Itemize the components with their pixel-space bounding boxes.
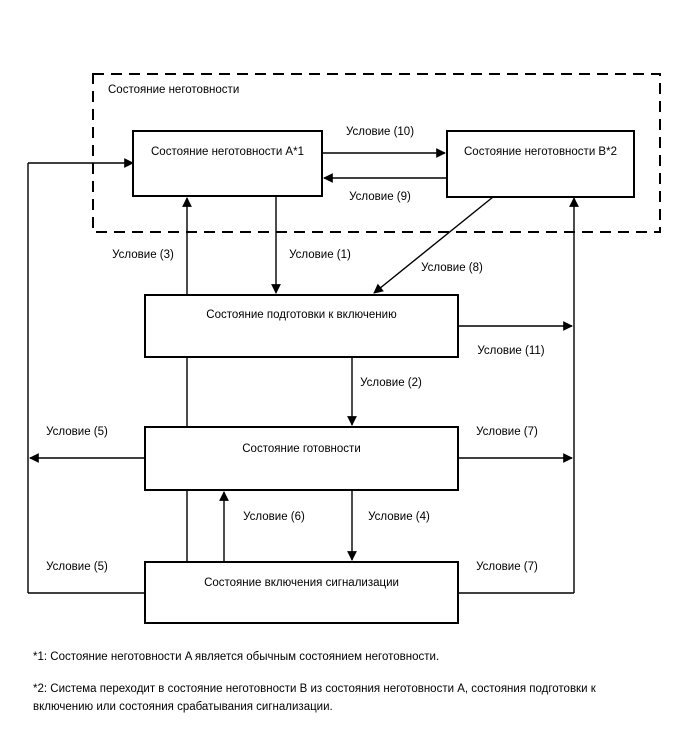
edge-label-cond-11: Условие (11) xyxy=(477,345,544,357)
state-label-not-ready-b: Состояние неготовности B*2 xyxy=(464,146,617,158)
state-box-not-ready-b[interactable] xyxy=(446,130,635,198)
edge-label-cond-7a: Условие (7) xyxy=(476,426,538,438)
state-box-ready[interactable] xyxy=(144,426,459,491)
state-node-ready[interactable]: Состояние готовности xyxy=(144,426,459,491)
state-node-preparing[interactable]: Состояние подготовки к включению xyxy=(144,294,459,358)
edge-label-cond-5b: Условие (5) xyxy=(46,561,108,573)
edge-line-cond-8 xyxy=(373,196,494,294)
edge-label-cond-8: Условие (8) xyxy=(421,262,483,274)
edge-label-cond-7b: Условие (7) xyxy=(476,561,538,573)
edge-label-cond-10: Условие (10) xyxy=(346,126,414,138)
edge-label-cond-4: Условие (4) xyxy=(368,511,430,523)
edge-label-cond-3: Условие (3) xyxy=(112,249,174,261)
footnote-list: *1: Состояние неготовности A является об… xyxy=(33,648,641,730)
state-label-alarm-on: Состояние включения сигнализации xyxy=(204,577,399,589)
state-node-not-ready-a[interactable]: Состояние неготовности A*1 xyxy=(132,130,323,197)
state-label-preparing: Состояние подготовки к включению xyxy=(206,309,397,321)
edge-label-cond-9: Условие (9) xyxy=(349,191,411,203)
state-box-preparing[interactable] xyxy=(144,294,459,358)
footnote-2: *2: Система переходит в состояние негото… xyxy=(33,683,596,713)
state-box-alarm-on[interactable] xyxy=(144,561,459,624)
edge-label-cond-6: Условие (6) xyxy=(243,511,305,523)
not-ready-group-border xyxy=(92,73,661,233)
state-node-not-ready-b[interactable]: Состояние неготовности B*2 xyxy=(446,130,635,198)
footnote-1: *1: Состояние неготовности A является об… xyxy=(33,651,440,663)
edge-label-cond-5a: Условие (5) xyxy=(46,426,108,438)
state-box-not-ready-a[interactable] xyxy=(132,130,323,197)
state-label-ready: Состояние готовности xyxy=(242,443,361,455)
edge-label-cond-2: Условие (2) xyxy=(360,377,422,389)
edge-label-cond-1: Условие (1) xyxy=(289,249,351,261)
state-node-alarm-on[interactable]: Состояние включения сигнализации xyxy=(144,561,459,624)
not-ready-group-label: Состояние неготовности xyxy=(108,84,239,96)
state-label-not-ready-a: Состояние неготовности A*1 xyxy=(151,146,304,158)
